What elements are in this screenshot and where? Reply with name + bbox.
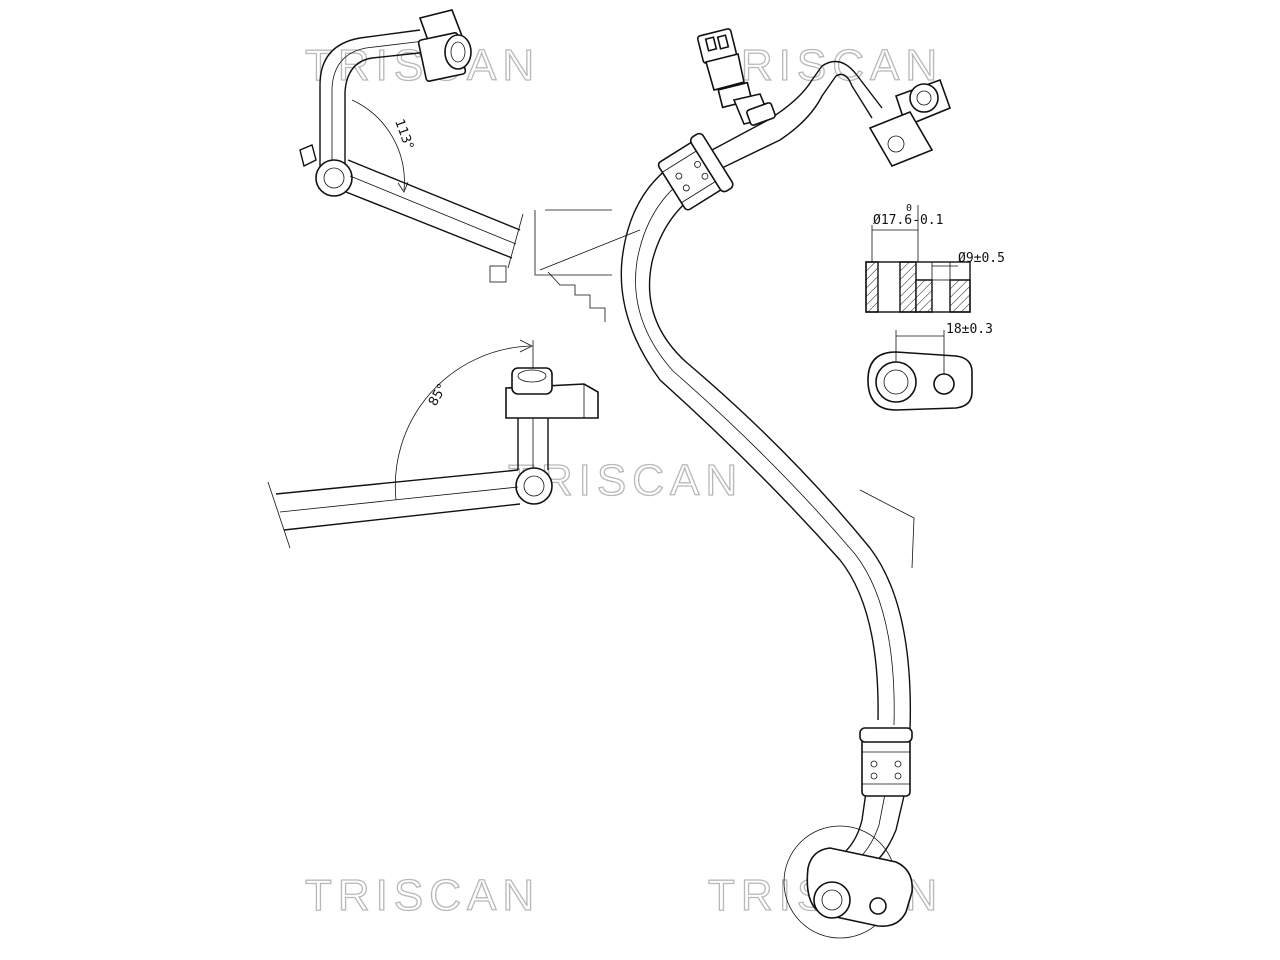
upper-right-fitting: [868, 78, 952, 167]
main-hose: [620, 60, 912, 873]
pressure-switch: [696, 28, 776, 126]
dim-center-distance: 18±0.3: [946, 322, 993, 337]
section-guide-lines: [489, 209, 915, 569]
upper-crimp-sleeve: [657, 132, 734, 211]
dim-outer-diameter-label: Ø17.6-0.1: [873, 213, 943, 228]
dim-bore-diameter: Ø9±0.5: [958, 251, 1005, 266]
angle-label-upper: 113°: [391, 117, 416, 152]
lower-end-fitting: [783, 825, 913, 939]
detail-view-lower-bend: 85°: [267, 339, 599, 549]
watermark-bottom-left: TRISCAN: [305, 871, 540, 920]
dim-outer-diameter-tolerance: 0: [906, 203, 912, 214]
lower-crimp-sleeve: [859, 727, 913, 797]
fitting-section-detail: Ø17.6-0.1 Ø17.6-0.1 0 Ø9±0.5 18±0.3: [865, 203, 1005, 411]
angle-label-lower: 85°: [426, 381, 451, 408]
